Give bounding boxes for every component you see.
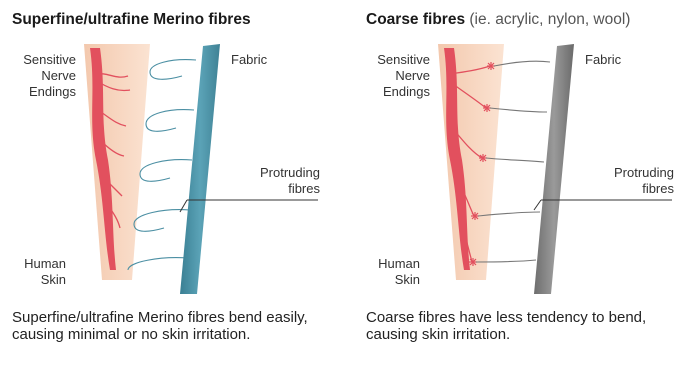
skin-label: Human Skin bbox=[12, 256, 66, 288]
fabric-label: Fabric bbox=[231, 52, 267, 68]
merino-diagram bbox=[0, 0, 340, 300]
protruding-label: Protruding fibres bbox=[594, 165, 674, 197]
merino-caption: Superfine/ultrafine Merino fibres bend e… bbox=[12, 309, 332, 343]
coarse-panel: Coarse fibres (ie. acrylic, nylon, wool) bbox=[354, 0, 689, 369]
nerve-label: Sensitive Nerve Endings bbox=[366, 52, 430, 100]
merino-panel: Superfine/ultrafine Merino fibres bbox=[0, 0, 340, 369]
protruding-leader-diag bbox=[534, 200, 541, 210]
skin-label: Human Skin bbox=[366, 256, 420, 288]
coarse-diagram bbox=[354, 0, 689, 300]
coarse-caption: Coarse fibres have less tendency to bend… bbox=[366, 309, 686, 343]
fabric-label: Fabric bbox=[585, 52, 621, 68]
protruding-label: Protruding fibres bbox=[240, 165, 320, 197]
nerve-label: Sensitive Nerve Endings bbox=[12, 52, 76, 100]
merino-fabric bbox=[180, 44, 220, 294]
coarse-fabric bbox=[534, 44, 574, 294]
